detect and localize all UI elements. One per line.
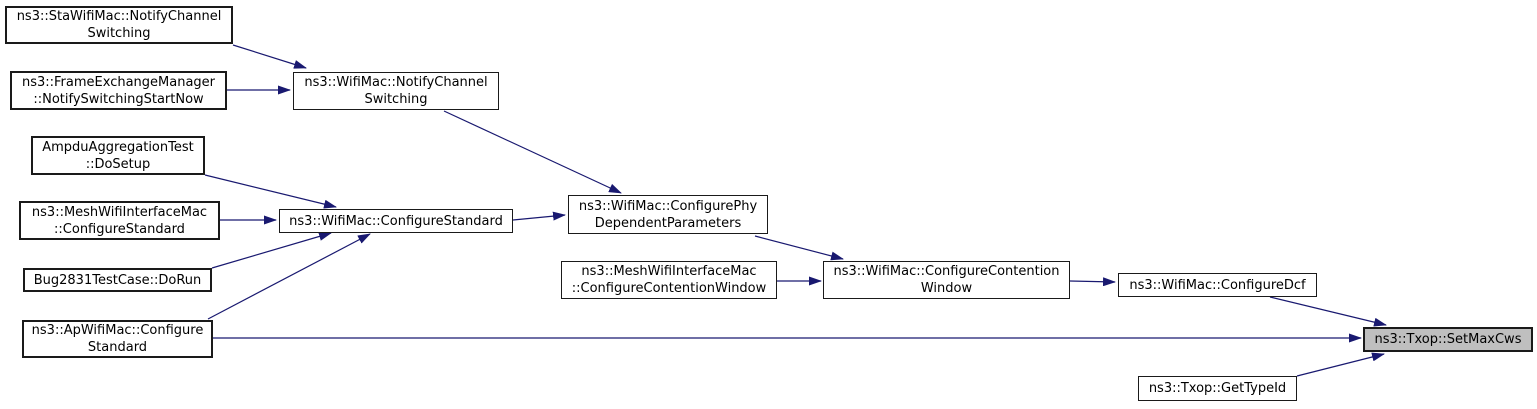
node-mesh-wifi-interface-mac-configure-contention-window[interactable]: ns3::MeshWifiInterfaceMac ::ConfigureCon… (561, 261, 777, 299)
node-label: ns3::Txop::SetMaxCws (1374, 332, 1522, 347)
node-label: ns3::WifiMac::ConfigureStandard (289, 213, 503, 229)
node-bug2831-test-case-do-run[interactable]: Bug2831TestCase::DoRun (23, 268, 212, 292)
node-wifimac-configure-contention-window[interactable]: ns3::WifiMac::ConfigureContention Window (823, 261, 1070, 299)
edge-sta-notify-to-wifimac-notify (232, 44, 307, 69)
node-ampdu-aggregation-test-do-setup[interactable]: AmpduAggregationTest ::DoSetup (31, 136, 205, 175)
node-ap-wifi-mac-configure-standard[interactable]: ns3::ApWifiMac::Configure Standard (22, 320, 213, 358)
node-label: ns3::ApWifiMac::Configure Standard (31, 323, 204, 355)
node-label: ns3::WifiMac::ConfigurePhy DependentPara… (578, 198, 758, 231)
edge-configphy-to-configcw (754, 235, 844, 261)
node-txop-set-max-cws-highlighted: ns3::Txop::SetMaxCws (1363, 327, 1533, 352)
node-label: Bug2831TestCase::DoRun (33, 272, 202, 288)
edge-ampdu-to-configstd (204, 174, 337, 209)
node-label: ns3::StaWifiMac::NotifyChannel Switching (16, 9, 222, 41)
node-label: ns3::WifiMac::ConfigureContention Window (833, 264, 1060, 296)
edge-configdcf-to-setmaxcws (1269, 296, 1387, 327)
node-label: ns3::FrameExchangeManager ::NotifySwitch… (21, 74, 216, 107)
edge-gettypeid-to-setmaxcws (1296, 352, 1385, 377)
node-label: ns3::Txop::GetTypeId (1148, 381, 1287, 396)
node-wifimac-configure-phy-dependent-parameters[interactable]: ns3::WifiMac::ConfigurePhy DependentPara… (568, 195, 768, 234)
edge-configstd-to-configphy (512, 211, 566, 221)
edge-wifimac-notify-to-configphy (443, 110, 622, 194)
node-txop-get-type-id[interactable]: ns3::Txop::GetTypeId (1138, 376, 1297, 401)
edge-bug2831-to-configstd (211, 232, 332, 269)
node-sta-notify-channel-switching[interactable]: ns3::StaWifiMac::NotifyChannel Switching (5, 6, 233, 44)
node-mesh-wifi-interface-mac-configure-standard[interactable]: ns3::MeshWifiInterfaceMac ::ConfigureSta… (19, 201, 220, 240)
node-label: ns3::WifiMac::ConfigureDcf (1129, 277, 1306, 293)
node-wifimac-configure-standard[interactable]: ns3::WifiMac::ConfigureStandard (279, 209, 513, 233)
node-label: ns3::MeshWifiInterfaceMac ::ConfigureSta… (31, 204, 208, 237)
edge-configcw-to-configdcf (1069, 277, 1116, 287)
node-label: ns3::MeshWifiInterfaceMac ::ConfigureCon… (571, 264, 767, 296)
node-wifimac-configure-dcf[interactable]: ns3::WifiMac::ConfigureDcf (1118, 273, 1317, 297)
edge-ap-configstd-to-configstd (207, 233, 371, 320)
node-label: ns3::WifiMac::NotifyChannel Switching (304, 75, 488, 107)
node-wifimac-notify-channel-switching[interactable]: ns3::WifiMac::NotifyChannel Switching (293, 72, 499, 110)
node-label: AmpduAggregationTest ::DoSetup (42, 139, 194, 172)
node-frame-exchange-manager-notify-switching-start-now[interactable]: ns3::FrameExchangeManager ::NotifySwitch… (10, 71, 227, 110)
